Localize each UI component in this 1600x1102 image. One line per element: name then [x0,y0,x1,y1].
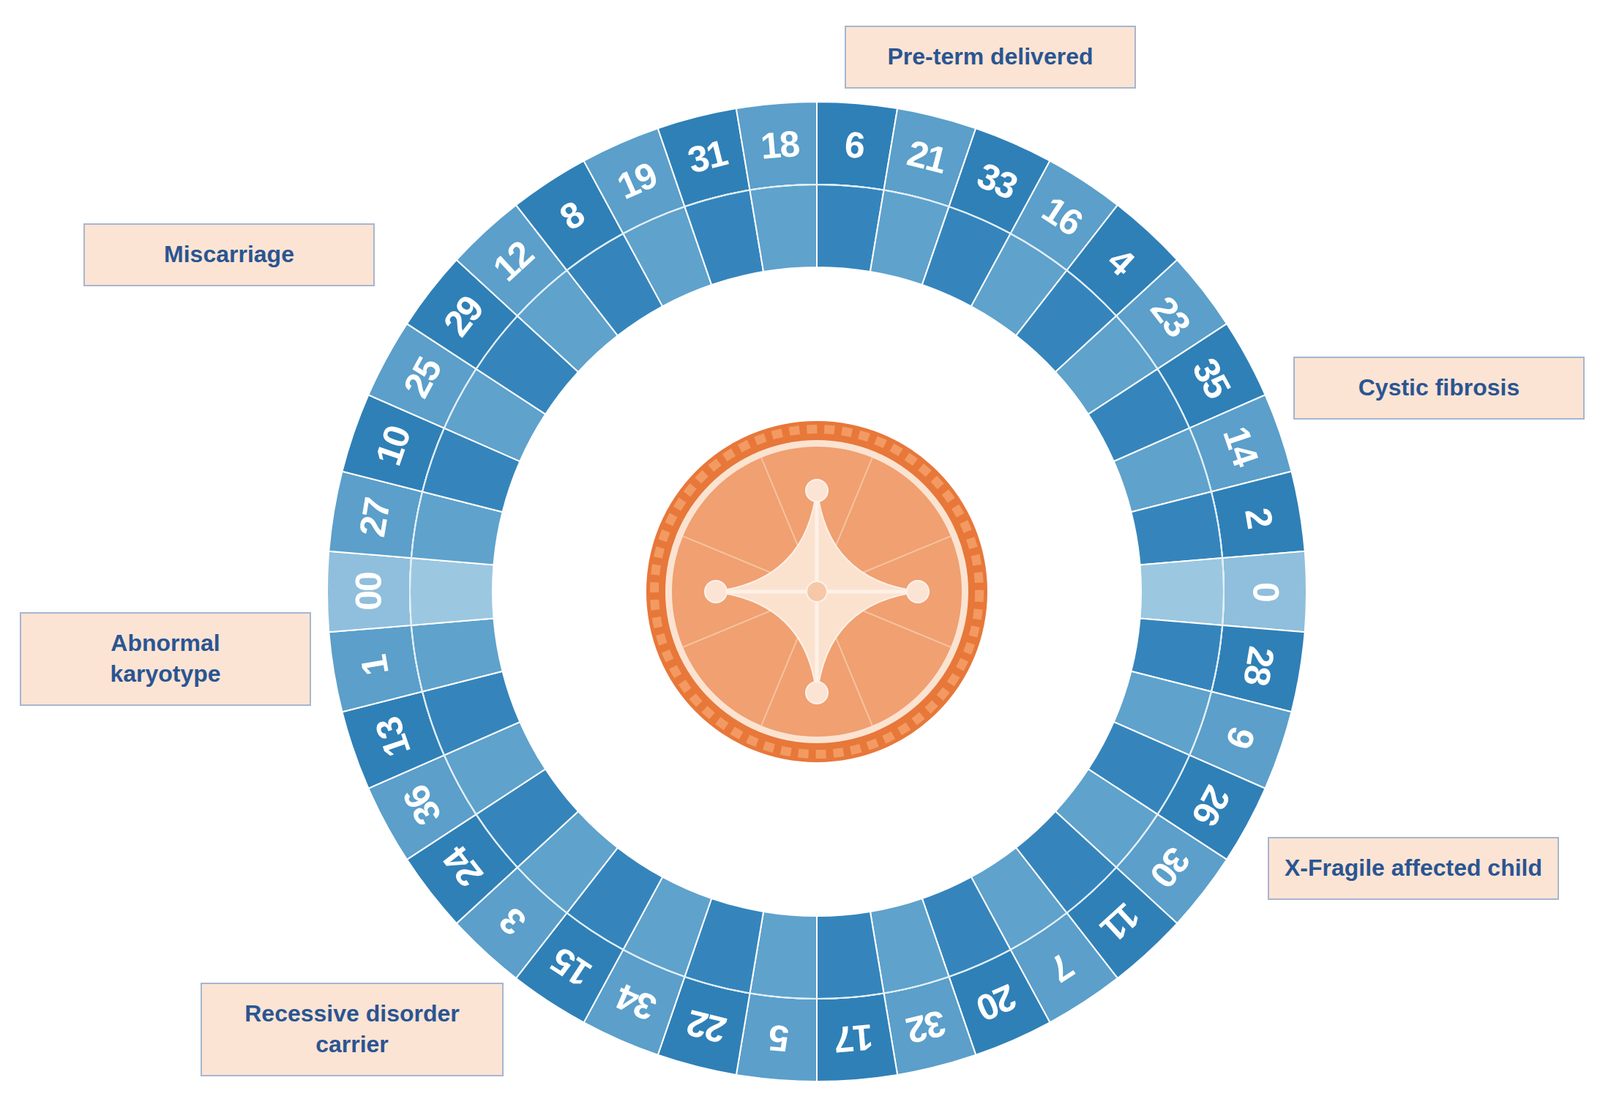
outcome-label: Abnormal karyotype [70,627,261,689]
pocket-number: 27 [353,496,396,540]
number-pocket [1211,471,1306,558]
wheel-hub [646,420,988,762]
hub-rim [646,420,988,762]
pocket-number: 00 [350,572,388,611]
pocket-number: 0 [1247,581,1284,601]
ring-line [409,184,1224,999]
pocket-number: 5 [768,1018,791,1057]
outcome-box: Pre-term delivered [844,25,1136,89]
roulette-wheel [327,101,1307,1082]
outcome-box: Miscarriage [83,223,375,287]
pocket-number: 18 [759,125,801,165]
hub-ring [665,439,969,743]
outcome-box: Cystic fibrosis [1293,356,1585,420]
inner-pocket [1130,491,1223,566]
number-pocket [884,976,977,1075]
outcome-box: Recessive disorder carrier [200,982,504,1076]
number-pocket [816,992,898,1082]
outcome-label: X-Fragile affected child [1284,852,1543,884]
hub-knob [704,580,727,603]
outcome-box: X-Fragile affected child [1267,836,1560,900]
hub-knob [805,681,828,704]
hub-star [712,487,921,696]
inner-pocket [1139,557,1224,626]
hub-knob [906,580,929,603]
hub-ticks [654,428,980,754]
number-pocket [328,625,423,712]
inner-pocket [411,618,503,692]
outcome-label: Cystic fibrosis [1358,372,1521,404]
pocket-number: 28 [1237,643,1281,687]
number-pocket [327,551,412,632]
hub-knob [805,479,828,502]
inner-pocket [749,184,817,272]
hub-center [806,581,828,602]
number-pocket [1222,551,1307,632]
outcome-box: Abnormal karyotype [19,611,312,705]
outcome-label: Recessive disorder carrier [216,998,488,1060]
outcome-label: Pre-term delivered [887,41,1093,73]
pocket-number: 6 [843,125,866,164]
outcome-label: Miscarriage [163,239,295,271]
hub-disk [671,446,962,737]
number-pocket [736,101,817,191]
number-pocket [658,108,751,207]
inner-pocket [816,911,885,999]
pocket-number: 17 [833,1018,875,1058]
inner-pocket [409,557,495,626]
